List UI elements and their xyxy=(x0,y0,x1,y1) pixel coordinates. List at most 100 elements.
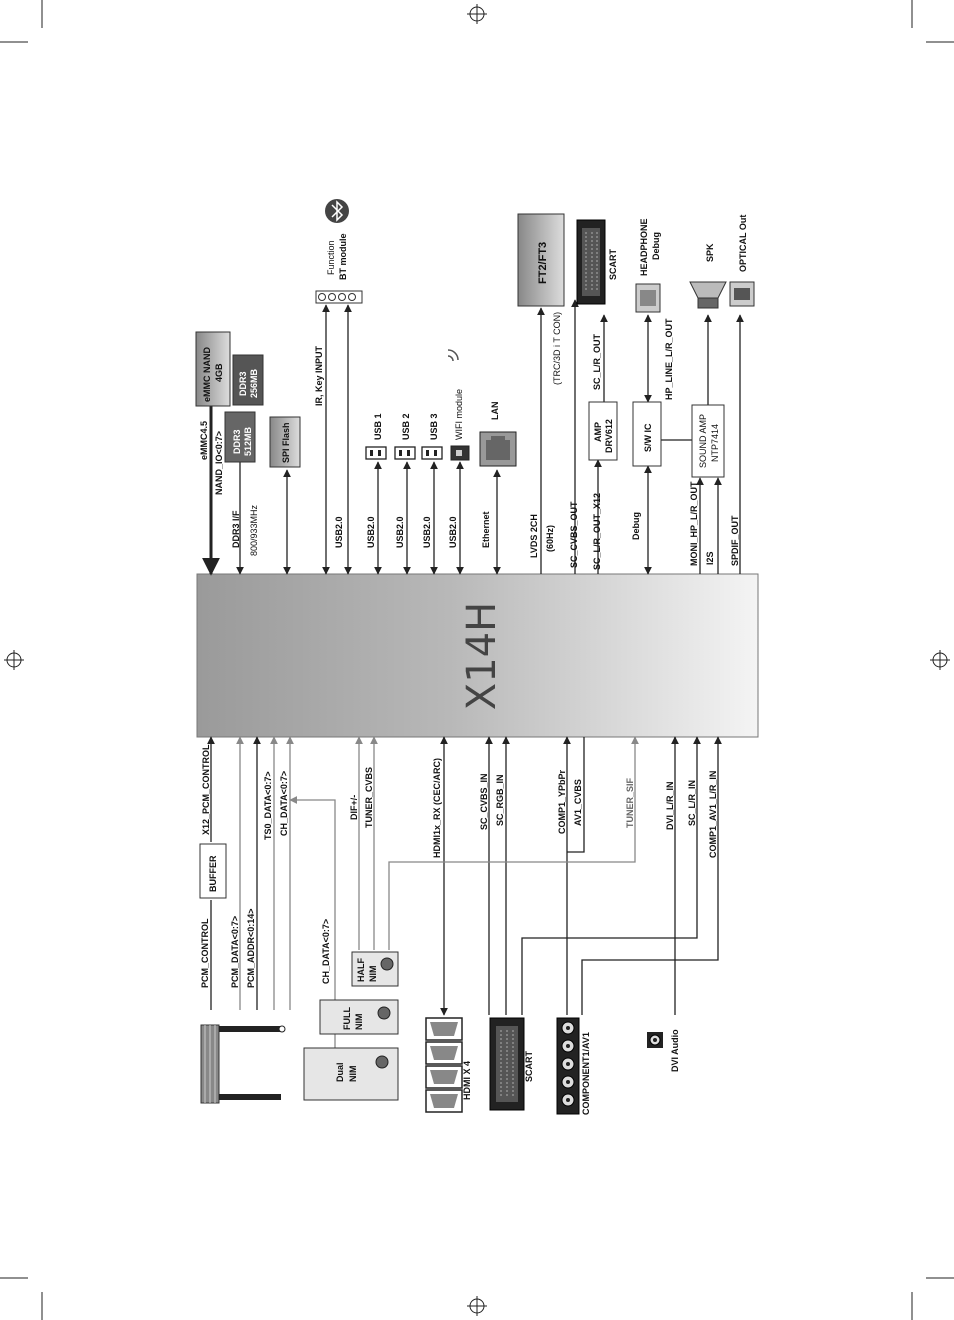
usb20-label: USB2.0 xyxy=(366,516,376,548)
chip-block xyxy=(196,573,759,738)
scart-label: SCART xyxy=(608,248,618,280)
dual-nim-label-b: NIM xyxy=(348,1066,358,1083)
debug-label: Debug xyxy=(631,512,641,540)
usb20-label: USB2.0 xyxy=(422,516,432,548)
usb1-label: USB 1 xyxy=(373,413,383,440)
hdmi-port-icon xyxy=(425,1089,463,1113)
function-label: Function xyxy=(326,240,336,275)
amp-block: AMP DRV612 xyxy=(588,401,618,461)
emmc-size-label: 4GB xyxy=(214,363,224,382)
sc-lr-in-label: SC_L/R_IN xyxy=(687,780,697,826)
tuner-sif-label: TUNER_SIF xyxy=(625,777,635,828)
component-av-connector-icon xyxy=(556,1017,580,1115)
full-nim-block: FULL NIM xyxy=(319,999,399,1035)
sound-amp-label: SOUND AMP xyxy=(698,414,708,468)
registration-mark-icon xyxy=(4,650,24,670)
ch-data-label: CH_DATA<0:7> xyxy=(321,919,331,984)
half-nim-block: HALF NIM xyxy=(351,951,399,987)
usb-port-icon xyxy=(365,446,387,460)
sw-ic-block: S/W IC xyxy=(632,401,662,467)
ir-key-label: IR, Key INPUT xyxy=(314,345,324,406)
lvds-hz-label: (60Hz) xyxy=(545,525,555,552)
amp-label: AMP xyxy=(593,422,603,442)
hdmi-port-icon xyxy=(425,1017,463,1041)
dual-nim-label-a: Dual xyxy=(335,1062,345,1082)
registration-mark-icon xyxy=(930,650,950,670)
comp1-av1-lr-label: COMP1_AV1_L/R_IN xyxy=(708,771,718,858)
emmc-nand-block: eMMC NAND 4GB xyxy=(195,331,231,407)
optical-port-icon xyxy=(729,281,755,307)
dual-nim-block: Dual NIM xyxy=(303,1047,399,1101)
chip-label: X14H xyxy=(459,602,505,710)
buffer-block: BUFFER xyxy=(199,843,227,899)
moni-hp-label: MONI_HP_L/R_OUT xyxy=(689,481,699,566)
bt-module-block: Function BT module xyxy=(315,199,363,304)
spk-label: SPK xyxy=(705,243,715,262)
hdmi-x4-label: HDMI X 4 xyxy=(462,1061,472,1100)
pcm-data-label: PCM_DATA<0:7> xyxy=(230,916,240,988)
registration-mark-icon xyxy=(467,1296,487,1316)
emmc-nand-label: eMMC NAND xyxy=(202,347,212,402)
x12-pcm-label: X12_PCM_CONTROL xyxy=(201,744,211,835)
usb20-label: USB2.0 xyxy=(334,516,344,548)
pcm-control-label: PCM_CONTROL xyxy=(200,918,210,988)
full-nim-label-b: NIM xyxy=(354,1014,364,1031)
ch-data-label: CH_DATA<0:7> xyxy=(279,771,289,836)
optical-label: OPTICAL Out xyxy=(738,215,748,272)
scart-connector-icon xyxy=(576,219,606,305)
buffer-label: BUFFER xyxy=(208,855,218,892)
wifi-module-block: WIFI module xyxy=(447,349,470,461)
i2s-label: I2S xyxy=(705,551,715,565)
scart-in-label: SCART xyxy=(524,1050,534,1082)
wifi-label: WIFI module xyxy=(454,389,464,440)
half-nim-label-a: HALF xyxy=(356,958,366,982)
sc-lr-out-label: SC_L/R_OUT xyxy=(592,333,602,390)
ft-label: FT2/FT3 xyxy=(537,242,549,284)
sc-rgb-in-label: SC_RGB_IN xyxy=(495,774,505,826)
sound-amp-block: SOUND AMP NTP7414 xyxy=(691,404,725,478)
hdmi-port-icon xyxy=(425,1065,463,1089)
ddr3-256-block: DDR3 256MB xyxy=(232,354,264,406)
nand-io-label: NAND_IO<0:7> xyxy=(214,431,224,495)
ci-slot-icon xyxy=(200,1024,286,1104)
trc-label: (TRC/3D i T CON) xyxy=(552,312,562,385)
usb-port-icon xyxy=(421,446,443,460)
amp-part-label: DRV612 xyxy=(604,419,614,453)
usb20-label: USB2.0 xyxy=(395,516,405,548)
headphone-debug-label: Debug xyxy=(651,232,661,260)
ethernet-label: Ethernet xyxy=(481,511,491,548)
usb2-label: USB 2 xyxy=(401,413,411,440)
full-nim-label-a: FULL xyxy=(342,1007,352,1030)
component-label: COMPONENT1/AV1 xyxy=(581,1032,591,1115)
av1-cvbs-label: AV1_CVBS xyxy=(573,779,583,826)
hdmi-rx-label: HDMI1x_RX (CEC/ARC) xyxy=(432,758,442,858)
dvi-audio-label: DVI Audio xyxy=(670,1029,680,1072)
tuner-cvbs-label: TUNER_CVBS xyxy=(364,767,374,828)
comp1-label: COMP1_YPbPr xyxy=(557,769,567,834)
headphone-jack-icon xyxy=(635,283,661,313)
ddr3-a-size: 512MB xyxy=(243,426,253,456)
dvi-lr-label: DVI_L/R_IN xyxy=(665,781,675,830)
ft-block: FT2/FT3 xyxy=(517,213,565,307)
ddr3-b-name: DDR3 xyxy=(238,371,248,396)
sc-cvbs-out-label: SC_CVBS_OUT xyxy=(569,501,579,568)
speaker-icon xyxy=(689,281,727,309)
spi-flash-block: SPI Flash xyxy=(269,416,301,468)
scart-connector-icon xyxy=(489,1017,525,1111)
lan-port-icon xyxy=(479,431,517,467)
ddr3-b-size: 256MB xyxy=(249,368,259,398)
ddr3-if-label: DDR3 I/F xyxy=(231,510,241,548)
headphone-label: HEADPHONE xyxy=(639,218,649,276)
spdif-label: SPDIF_OUT xyxy=(730,515,740,566)
pcm-addr-label: PCM_ADDR<0:14> xyxy=(246,908,256,988)
usb-port-icon xyxy=(394,446,416,460)
sound-amp-part-label: NTP7414 xyxy=(710,424,720,462)
swic-label: S/W IC xyxy=(643,423,653,452)
ddr3-512-block: DDR3 512MB xyxy=(224,411,256,463)
dvi-audio-jack-icon xyxy=(647,1032,663,1048)
emmc-label: eMMC4.5 xyxy=(199,421,209,460)
usb3-label: USB 3 xyxy=(429,413,439,440)
sc-lr-out-x12-label: SC_L/R_OUT_X12 xyxy=(592,493,602,570)
